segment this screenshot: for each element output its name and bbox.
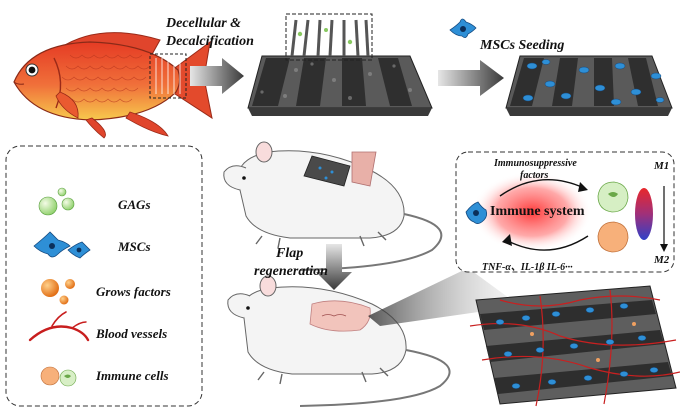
step-msc-seeding-label: MSCs Seeding [480,38,565,53]
immunosuppressive-label-line2: factors [520,170,549,181]
cycle-arrow-bottom [505,235,589,251]
legend-box [5,145,203,407]
immunosuppressive-label-line1: Immunosuppressive [494,158,577,169]
scaffold-detail [469,285,680,407]
immune-glow [472,172,592,252]
cytokines-label: TNF-α、IL-1β IL-6··· [482,262,573,273]
macrophage-m1-icon [597,181,629,213]
legend-blood-vessels-label: Blood vessels [96,326,168,341]
process-arrow-3 [316,244,352,290]
legend-mscs-label: MSCs [118,239,151,254]
blood-vessels-icon [28,311,90,342]
process-arrow-1 [190,58,244,94]
mouse-with-scaffold [223,141,443,271]
fish-illustration [13,32,213,139]
m1-m2-gradient [635,188,653,240]
decellularized-scaffold [247,13,433,116]
zoom-cone [368,268,520,326]
legend-immune-cells-label: Immune cells [96,368,169,383]
m2-label: M2 [654,254,670,266]
growth-factors-icon [41,279,75,305]
immune-cells-icon [40,366,77,387]
legend-gags-label: GAGs [118,197,151,212]
macrophage-m2-icon [597,221,629,253]
step-decellular-label-line1: Decellular & [166,16,242,31]
cycle-arrow-top [499,178,585,197]
mscs-icon [33,231,91,259]
step-flap-label-line2: regeneration [254,264,328,279]
process-arrow-2 [438,60,504,96]
msc-cell-icon [449,18,477,38]
immune-system-label: Immune system [490,204,585,219]
seeded-scaffold [505,55,673,116]
legend-growth-factors-label: Grows factors [96,284,171,299]
step-flap-label-line1: Flap [276,246,304,261]
panel-msc-icon [465,201,488,224]
m1-label: M1 [654,160,670,172]
mouse-regenerated [227,275,451,407]
step-decellular-label-line2: Decalcification [166,34,254,49]
gags-icon [38,187,75,216]
